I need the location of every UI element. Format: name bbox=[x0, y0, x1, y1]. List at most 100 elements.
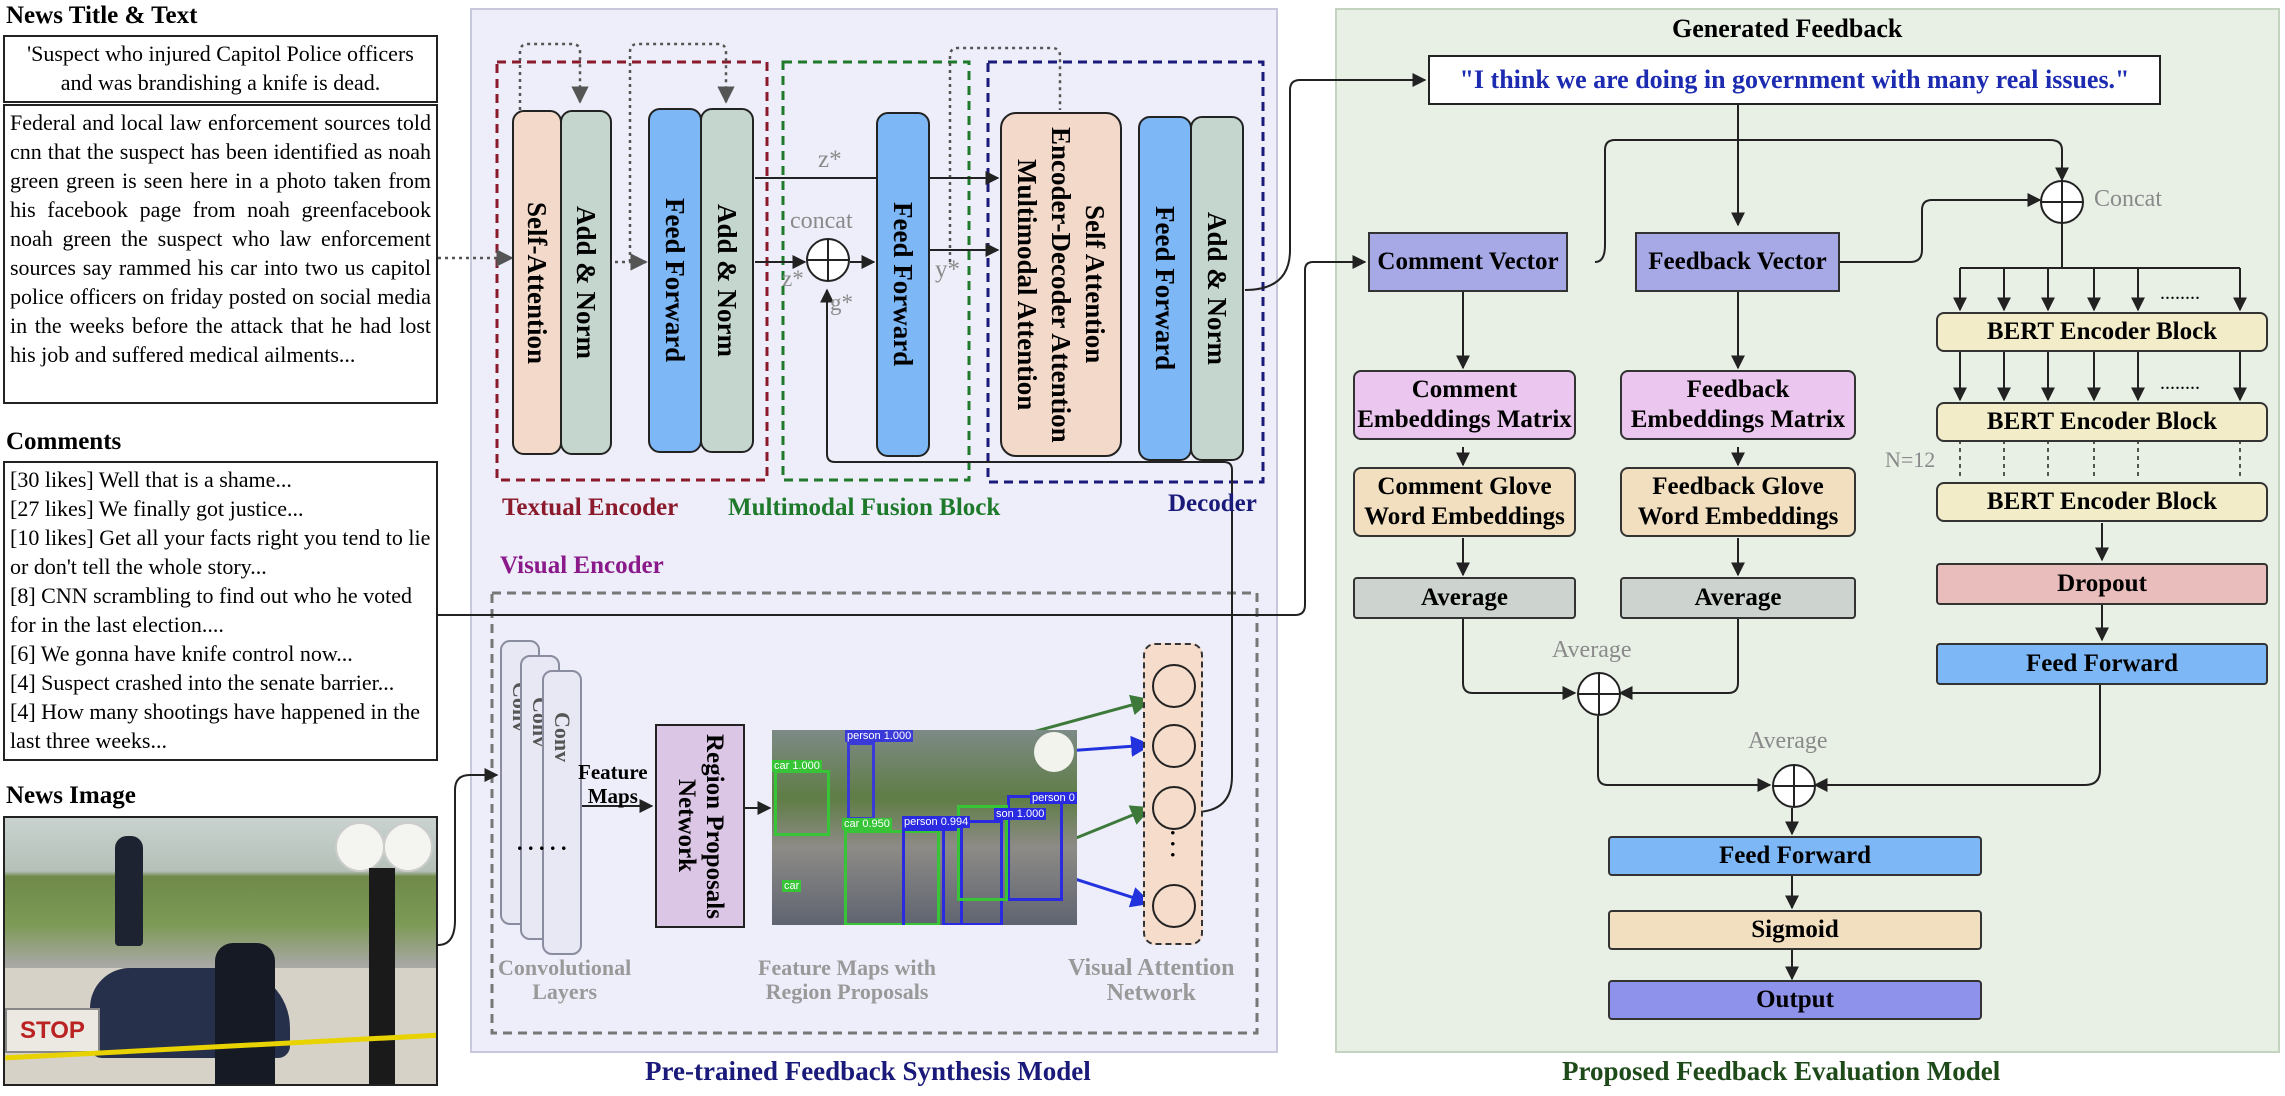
visual-attention-caption: Visual Attention Network bbox=[1068, 955, 1235, 1006]
bbox-person-3 bbox=[942, 820, 1003, 925]
bert-block-3: BERT Encoder Block bbox=[1936, 482, 2268, 522]
bert-block-1: BERT Encoder Block bbox=[1936, 312, 2268, 352]
attention-dots: . . . bbox=[1166, 830, 1191, 858]
comment-item: [8] CNN scrambling to find out who he vo… bbox=[10, 583, 413, 637]
bbox-car-1 bbox=[774, 770, 830, 836]
comment-item: [27 likes] We finally got justice... bbox=[10, 496, 304, 521]
bbox-car-2 bbox=[844, 830, 940, 925]
average-label-1: Average bbox=[1552, 637, 1632, 663]
concat-label-eval: Concat bbox=[2094, 186, 2162, 212]
textual-encoder-label: Textual Encoder bbox=[502, 494, 679, 521]
comment-item: [10 likes] Get all your facts right you … bbox=[10, 525, 431, 579]
feature-maps-label: Feature Maps bbox=[578, 760, 648, 808]
comment-average-box: Average bbox=[1353, 577, 1576, 619]
g-star-label: g* bbox=[830, 290, 853, 315]
concat-plus-icon-h bbox=[808, 259, 848, 261]
conv-dots: . . . . . bbox=[517, 830, 567, 855]
generated-feedback-title: Generated Feedback bbox=[1672, 14, 1903, 43]
comment-item: [4] Suspect crashed into the senate barr… bbox=[10, 670, 395, 695]
conv-layer-3: Conv bbox=[542, 670, 582, 955]
stop-sign-text: STOP bbox=[20, 1016, 85, 1044]
feedback-embeddings-box: Feedback Embeddings Matrix bbox=[1620, 370, 1856, 440]
attention-node bbox=[1152, 724, 1196, 768]
bert-dots-2: ........ bbox=[2160, 372, 2200, 394]
plus-icon bbox=[2042, 201, 2082, 203]
z-star-label-left: z* bbox=[782, 266, 804, 291]
comment-item: [30 likes] Well that is a shame... bbox=[10, 467, 292, 492]
detection-label: person 0 bbox=[1030, 792, 1077, 804]
n-layers-label: N=12 bbox=[1885, 447, 1936, 472]
detection-label: person 0.994 bbox=[902, 816, 971, 828]
detection-label: car 0.950 bbox=[842, 818, 892, 830]
decoder-attention-box: Self Attention Encoder-Decoder Attention… bbox=[1000, 112, 1122, 457]
generated-feedback-box: "I think we are doing in government with… bbox=[1428, 55, 2161, 105]
comment-vector-box: Comment Vector bbox=[1368, 232, 1568, 292]
fusion-block-frame bbox=[781, 60, 971, 482]
feature-map-image: person 1.000 car 1.000 car 0.950 person … bbox=[772, 730, 1077, 925]
stop-barrier: STOP bbox=[5, 1008, 100, 1053]
attention-node bbox=[1152, 884, 1196, 928]
synthesis-caption: Pre-trained Feedback Synthesis Model bbox=[645, 1056, 1091, 1086]
bbox-person-1 bbox=[847, 742, 875, 820]
output-box: Output bbox=[1608, 980, 1982, 1020]
bert-block-2: BERT Encoder Block bbox=[1936, 402, 2268, 442]
comment-embeddings-box: Comment Embeddings Matrix bbox=[1353, 370, 1576, 440]
self-attention-box: Self-Attention bbox=[512, 110, 562, 455]
comment-item: [4] How many shootings have happened in … bbox=[10, 699, 420, 753]
concat-label: concat bbox=[790, 208, 853, 234]
news-title-box: 'Suspect who injured Capitol Police offi… bbox=[3, 35, 438, 103]
decoder-label: Decoder bbox=[1168, 490, 1257, 517]
bert-dots-1: ........ bbox=[2160, 282, 2200, 304]
feedback-average-box: Average bbox=[1620, 577, 1856, 619]
attention-node bbox=[1152, 664, 1196, 708]
bbox-person-2 bbox=[902, 828, 963, 925]
sigmoid-box: Sigmoid bbox=[1608, 910, 1982, 950]
feed-forward-box-2: Feed Forward bbox=[876, 112, 930, 457]
news-title-text: 'Suspect who injured Capitol Police offi… bbox=[27, 41, 414, 95]
bert-feed-forward-box: Feed Forward bbox=[1936, 643, 2268, 685]
officer-standing bbox=[115, 836, 143, 946]
final-feed-forward-box: Feed Forward bbox=[1608, 836, 1982, 876]
evaluation-caption: Proposed Feedback Evaluation Model bbox=[1562, 1056, 2001, 1086]
lamp-post bbox=[335, 818, 435, 1084]
feature-map-lamp bbox=[1034, 732, 1074, 772]
news-body-box: Federal and local law enforcement source… bbox=[3, 104, 438, 404]
feed-forward-box-3: Feed Forward bbox=[1138, 116, 1192, 461]
news-image: STOP bbox=[3, 816, 438, 1086]
textual-encoder-frame bbox=[495, 60, 769, 482]
plus-icon bbox=[1579, 693, 1619, 695]
bbox-car-3 bbox=[957, 805, 1008, 901]
add-norm-box-1: Add & Norm bbox=[560, 110, 612, 455]
feed-forward-box-1: Feed Forward bbox=[648, 108, 702, 453]
conv-layers-caption: Convolutional Layers bbox=[498, 955, 632, 1004]
news-body-text: Federal and local law enforcement source… bbox=[10, 110, 431, 367]
rpn-box: Region Proposals Network bbox=[655, 724, 745, 928]
comment-item: [6] We gonna have knife control now... bbox=[10, 641, 353, 666]
officer-group bbox=[215, 943, 275, 1084]
visual-encoder-label: Visual Encoder bbox=[500, 552, 664, 579]
feature-maps-caption: Feature Maps with Region Proposals bbox=[758, 955, 937, 1004]
news-image-section-title: News Image bbox=[6, 782, 136, 809]
z-star-label-top: z* bbox=[818, 146, 842, 173]
feedback-vector-box: Feedback Vector bbox=[1635, 232, 1840, 292]
add-norm-box-3: Add & Norm bbox=[1190, 116, 1244, 461]
feedback-glove-box: Feedback Glove Word Embeddings bbox=[1620, 467, 1856, 537]
decoder-frame bbox=[986, 60, 1265, 484]
plus-icon bbox=[1774, 785, 1814, 787]
news-section-title: News Title & Text bbox=[6, 2, 198, 29]
detection-label: car bbox=[782, 880, 802, 892]
average-label-2: Average bbox=[1748, 728, 1828, 754]
dropout-box: Dropout bbox=[1936, 563, 2268, 605]
comment-glove-box: Comment Glove Word Embeddings bbox=[1353, 467, 1576, 537]
visual-encoder-frame bbox=[490, 591, 1259, 1035]
comments-box: [30 likes] Well that is a shame... [27 l… bbox=[3, 461, 438, 761]
detection-label: son 1.000 bbox=[994, 808, 1047, 820]
detection-label: person 1.000 bbox=[845, 730, 914, 742]
comments-section-title: Comments bbox=[6, 428, 122, 455]
add-norm-box-2: Add & Norm bbox=[700, 108, 754, 453]
y-star-label: y* bbox=[935, 256, 960, 283]
fusion-block-label: Multimodal Fusion Block bbox=[728, 494, 1001, 521]
detection-label: car 1.000 bbox=[772, 760, 822, 772]
attention-node bbox=[1152, 786, 1196, 830]
